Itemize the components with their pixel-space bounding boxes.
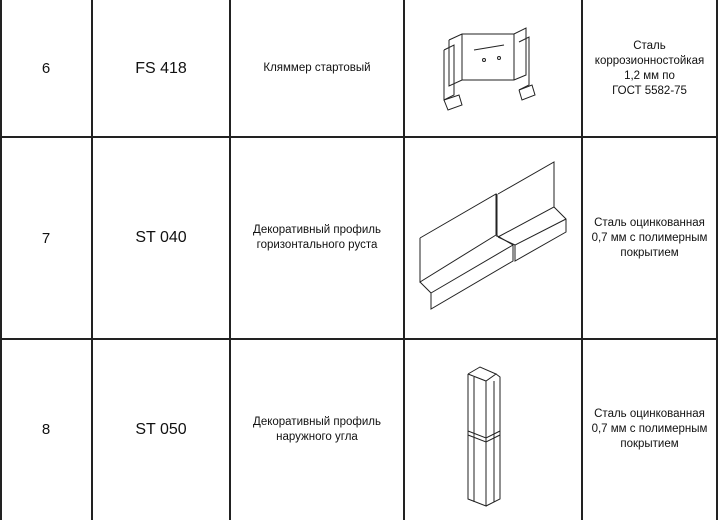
row-number: 8 (41, 421, 51, 438)
product-code: ST 040 (135, 229, 187, 246)
horizontal-rustication-profile-drawing (419, 161, 567, 310)
row-divider (0, 338, 718, 340)
col-divider (581, 0, 583, 520)
product-name: Кляммер стартовый (263, 62, 371, 74)
row-number: 7 (41, 229, 51, 247)
material: Сталь оцинкованная 0,7 мм с полимерным п… (591, 408, 708, 450)
product-code: ST 050 (135, 420, 187, 438)
col-divider (403, 0, 405, 520)
col-divider (229, 0, 231, 520)
outer-corner-profile-drawing (467, 366, 501, 507)
product-code: FS 418 (135, 59, 187, 77)
material: Сталь коррозионностойкая 1,2 мм по ГОСТ … (594, 39, 705, 97)
starter-clamp-drawing (443, 27, 536, 111)
row-number: 6 (41, 60, 51, 77)
col-divider (0, 0, 2, 520)
col-divider (716, 0, 718, 520)
product-name: Декоративный профиль горизонтального рус… (253, 224, 381, 251)
row-divider (0, 136, 718, 138)
product-name: Декоративный профиль наружного угла (253, 415, 381, 443)
material: Сталь оцинкованная 0,7 мм с полимерным п… (591, 216, 708, 259)
col-divider (91, 0, 93, 520)
